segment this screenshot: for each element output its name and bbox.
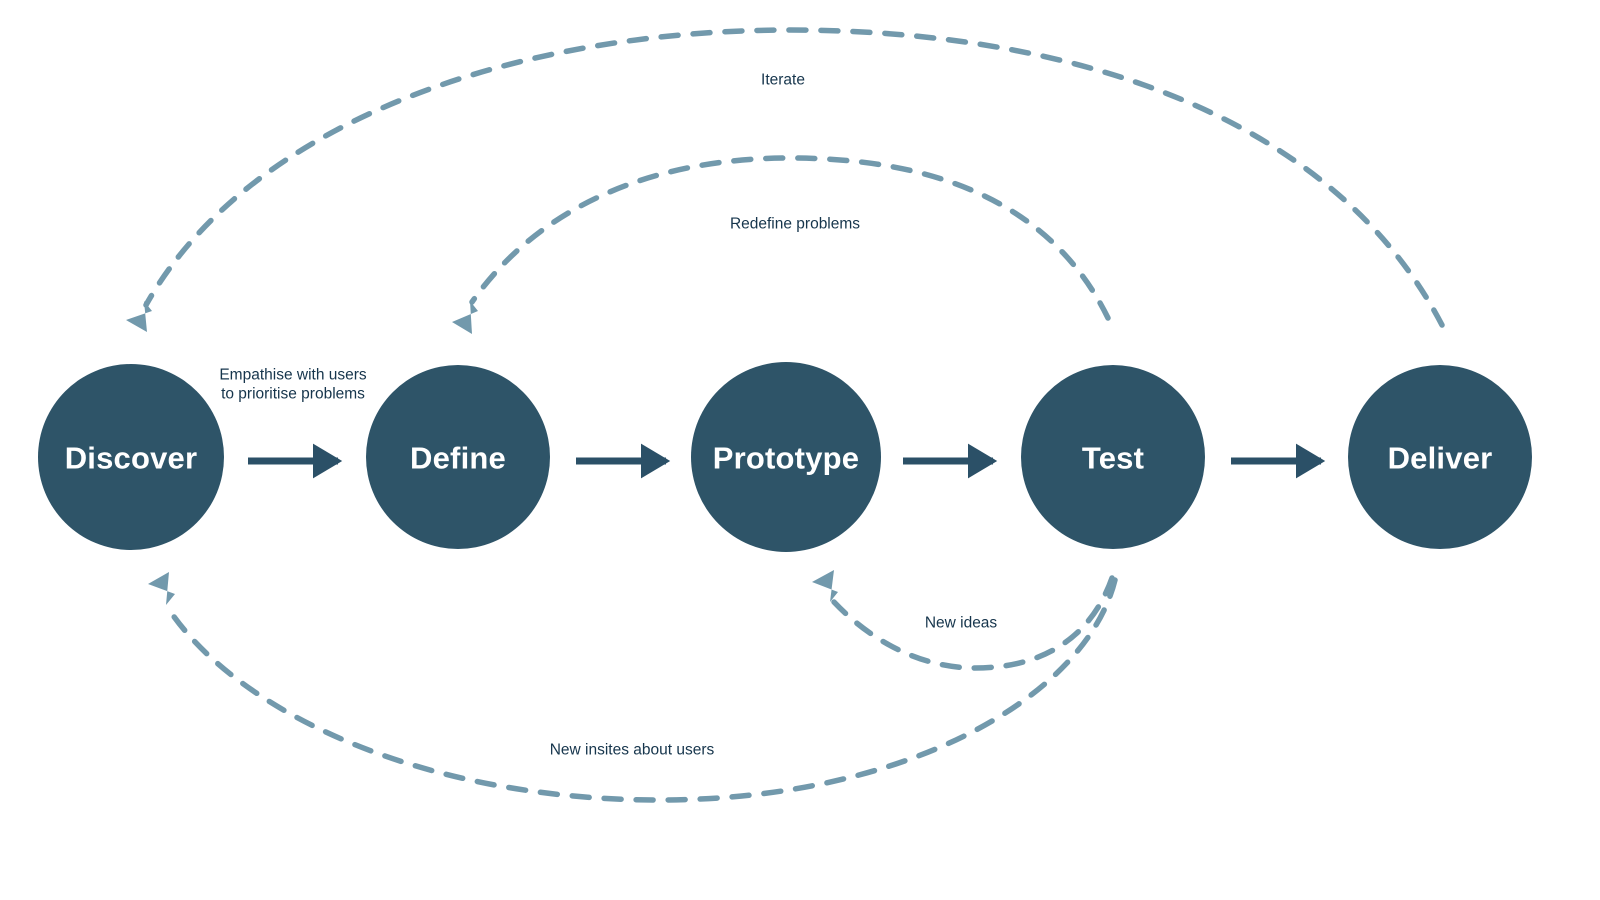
stage-node-deliver[interactable]: Deliver — [1348, 365, 1532, 549]
stage-circle-test[interactable] — [1021, 365, 1205, 549]
feedback-loop-new-insites-about-users: New insites about users — [148, 572, 1118, 803]
stage-label-test: Test — [1082, 441, 1144, 476]
stage-label-discover: Discover — [65, 441, 198, 476]
redefine-problems-arrowhead — [452, 301, 478, 334]
feedback-loop-iterate: Iterate — [126, 27, 1445, 332]
iterate-label: Iterate — [761, 72, 805, 89]
new-insites-about-users-label: New insites about users — [550, 742, 715, 759]
stage-circle-define[interactable] — [366, 365, 550, 549]
stage-circle-prototype[interactable] — [691, 362, 881, 552]
stage-node-prototype[interactable]: Prototype — [691, 362, 881, 552]
feedback-loop-redefine-problems: Redefine problems — [452, 155, 1111, 334]
stage-label-deliver: Deliver — [1388, 441, 1493, 476]
new-ideas-arrowhead — [812, 570, 838, 602]
empathise-note: Empathise with users to prioritise probl… — [219, 367, 367, 403]
stage-circle-deliver[interactable] — [1348, 365, 1532, 549]
stage-node-define[interactable]: Define — [366, 365, 550, 549]
empathise-note-line2: to prioritise problems — [221, 386, 365, 403]
new-ideas-curve — [831, 575, 1115, 671]
redefine-problems-label: Redefine problems — [730, 216, 860, 233]
stage-circle-discover[interactable] — [38, 364, 224, 550]
stage-label-prototype: Prototype — [713, 441, 859, 476]
feedback-loop-new-ideas: New ideas — [812, 570, 1115, 671]
iterate-curve — [143, 27, 1445, 328]
new-insites-about-users-arrowhead — [148, 572, 175, 605]
stage-node-discover[interactable]: Discover — [38, 364, 224, 550]
new-ideas-label: New ideas — [925, 615, 998, 632]
redefine-problems-curve — [469, 155, 1111, 321]
stage-node-test[interactable]: Test — [1021, 365, 1205, 549]
stage-label-define: Define — [410, 441, 506, 476]
empathise-note-line1: Empathise with users — [219, 367, 367, 384]
iterate-arrowhead — [126, 301, 152, 332]
new-insites-about-users-curve — [165, 577, 1118, 803]
